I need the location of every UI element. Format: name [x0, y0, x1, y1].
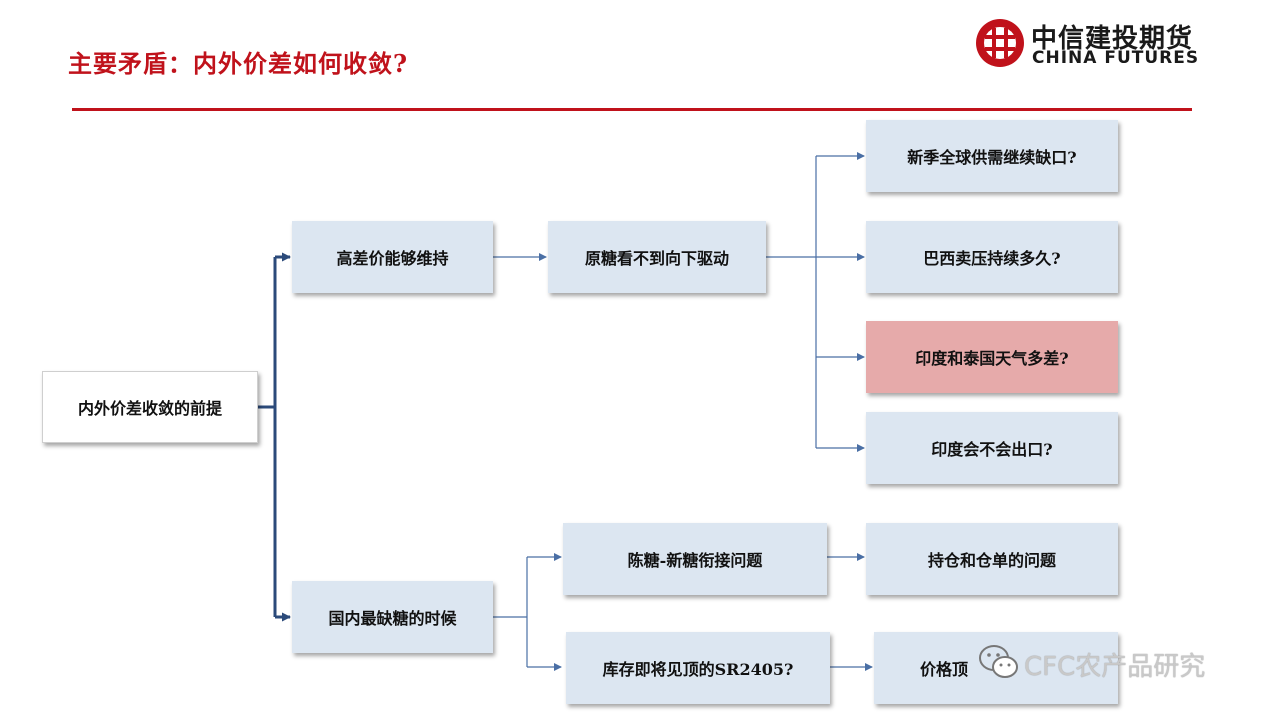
title-divider [72, 108, 1192, 111]
branch-b-node: 国内最缺糖的时候 [292, 581, 493, 653]
branch-a-node: 高差价能够维持 [292, 221, 493, 293]
branch-b-leaf-node-1: 持仓和仓单的问题 [866, 523, 1118, 595]
branch-b-child-node-1: 陈糖-新糖衔接问题 [563, 523, 827, 595]
branch-a-child-node: 原糖看不到向下驱动 [548, 221, 766, 293]
leaf-node-1: 新季全球供需继续缺口? [866, 120, 1118, 192]
page-title: 主要矛盾：内外价差如何收敛? [68, 49, 409, 78]
logo-english-name: CHINA FUTURES [1032, 48, 1200, 68]
leaf-node-2: 巴西卖压持续多久? [866, 221, 1118, 293]
logo-chinese-name: 中信建投期货 [1031, 24, 1194, 54]
wechat-icon [979, 645, 1018, 678]
citic-logo-icon [976, 19, 1024, 67]
company-logo: 中信建投期货 CHINA FUTURES [975, 16, 1198, 72]
leaf-node-3-highlighted: 印度和泰国天气多差? [866, 321, 1118, 393]
watermark: CFC农产品研究 [978, 640, 1268, 684]
watermark-text: CFC农产品研究 [1024, 652, 1206, 682]
root-node: 内外价差收敛的前提 [42, 371, 258, 443]
leaf-node-4: 印度会不会出口? [866, 412, 1118, 484]
branch-b-child-node-2: 库存即将见顶的SR2405? [566, 632, 830, 704]
